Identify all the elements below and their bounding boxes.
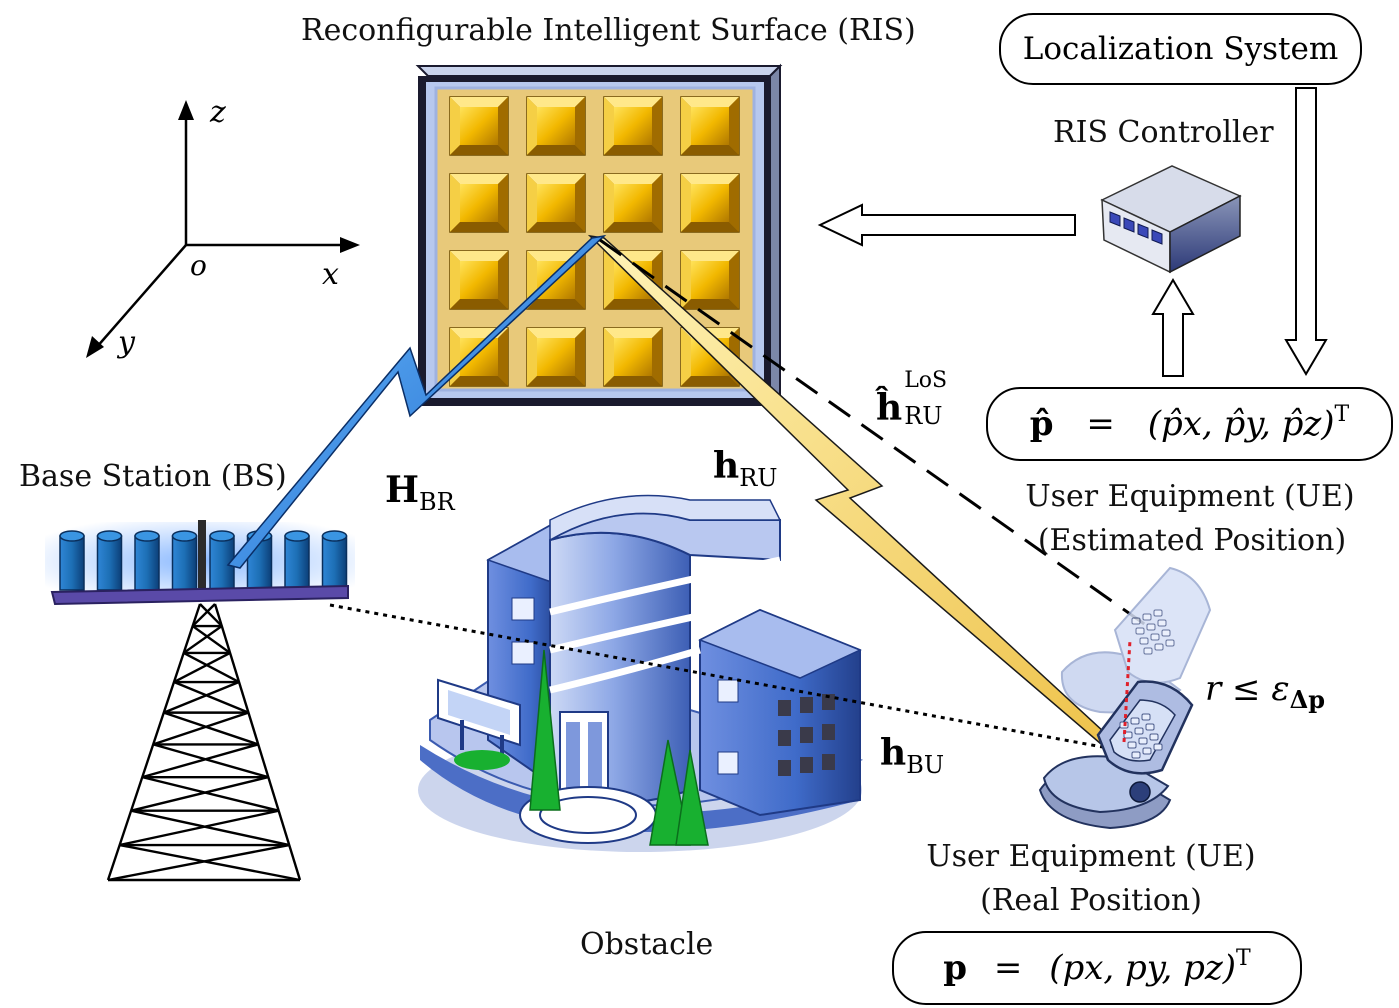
bs-antenna-element <box>209 530 235 591</box>
estimated-p-symbol: p̂ <box>1029 404 1054 444</box>
phone-key <box>1154 643 1164 651</box>
phone-key <box>1131 751 1141 759</box>
bs-antenna-element <box>171 530 198 591</box>
channel-h-br: HBR <box>385 469 455 516</box>
bs-antenna-element <box>96 530 123 591</box>
phone-key <box>1157 619 1167 627</box>
obstacle-label: Obstacle <box>580 927 714 962</box>
axis-z-label: z <box>210 95 226 130</box>
phone-key <box>1146 623 1156 631</box>
building-window <box>800 697 813 713</box>
phone-key <box>1142 747 1152 755</box>
phone-key <box>1135 627 1145 635</box>
ris-element <box>603 327 663 387</box>
ris-element <box>603 250 663 310</box>
phone-key <box>1142 613 1152 621</box>
estimated-p-components: (p̂x, p̂y, p̂z) <box>1147 404 1335 444</box>
obstacle-building <box>418 494 864 852</box>
arrow-estimate-to-controller <box>1151 278 1195 377</box>
building-window <box>822 724 835 740</box>
phone-key <box>1143 647 1153 655</box>
building-window <box>800 727 813 743</box>
building-window <box>778 730 791 746</box>
real-p-components: (px, py, pz) <box>1049 948 1237 988</box>
phone-key <box>1134 727 1144 735</box>
phone-key <box>1165 639 1175 647</box>
error-distance-line <box>1122 639 1132 743</box>
estimated-position-box: p̂ = (p̂x, p̂y, p̂z)T <box>986 387 1393 461</box>
axis-origin-label: o <box>190 249 207 282</box>
phone-key <box>1145 723 1155 731</box>
ris-title: Reconfigurable Intelligent Surface (RIS) <box>301 13 916 48</box>
ue-estimated-label-line1: User Equipment (UE) <box>1025 479 1355 514</box>
ris-element <box>680 250 740 310</box>
ue-real-label-line1: User Equipment (UE) <box>926 839 1256 874</box>
ris-element <box>449 250 509 310</box>
localization-system-box: Localization System <box>999 13 1362 85</box>
phone-key <box>1150 633 1160 641</box>
phone-key <box>1161 629 1171 637</box>
phone-key <box>1139 637 1149 645</box>
ris-element <box>449 173 509 233</box>
real-position-box: p = (px, py, pz)T <box>892 931 1302 1005</box>
phone-key <box>1127 741 1137 749</box>
building-window <box>822 754 835 770</box>
ue-estimated-label-line2: (Estimated Position) <box>1037 523 1347 558</box>
bs-antenna-element <box>284 530 310 591</box>
ris-element <box>449 96 509 156</box>
phone-key <box>1138 737 1148 745</box>
phone-key <box>1153 743 1163 751</box>
ue-real-phone <box>1038 680 1194 830</box>
bs-label: Base Station (BS) <box>19 459 287 494</box>
ris-element <box>680 96 740 156</box>
ris-element <box>526 327 586 387</box>
axis-y-label: y <box>118 325 135 360</box>
phone-key <box>1141 713 1151 721</box>
phone-key <box>1130 717 1140 725</box>
ris-element <box>449 327 509 387</box>
building-window <box>800 757 813 773</box>
bolt-bs-ris <box>226 234 607 569</box>
path-bs-ue <box>329 603 1109 750</box>
channel-h-bu: hBU <box>880 732 945 779</box>
axis-x-label: x <box>322 257 339 292</box>
bs-tower <box>106 603 302 882</box>
error-bound-label: r ≤ εΔp <box>1205 669 1326 714</box>
localization-system-label: Localization System <box>1022 31 1339 67</box>
path-ris-ue-est <box>599 238 1151 630</box>
ris-element <box>526 96 586 156</box>
phone-key <box>1131 617 1141 625</box>
arrow-controller-to-ris <box>817 203 1076 247</box>
ue-real-label-line2: (Real Position) <box>980 883 1202 918</box>
phone-key <box>1153 609 1163 617</box>
bs-antenna-element <box>321 530 348 591</box>
ris-element <box>680 173 740 233</box>
ris-element <box>603 173 663 233</box>
channel-h-ru: hRU <box>713 445 778 492</box>
arrow-localization-to-estimate <box>1284 87 1328 376</box>
real-p-symbol: p <box>943 948 968 988</box>
ris-controller-device <box>1100 165 1242 274</box>
ris-element <box>526 173 586 233</box>
building-window <box>778 700 791 716</box>
phone-key <box>1149 733 1159 741</box>
building-window <box>778 760 791 776</box>
bs-antenna-element <box>134 530 160 591</box>
bs-antenna-array <box>45 520 355 606</box>
building-window <box>822 694 835 710</box>
ris-element <box>603 96 663 156</box>
bs-antenna-element <box>59 530 85 591</box>
coordinate-axes <box>86 100 360 358</box>
ris-controller-label: RIS Controller <box>1053 115 1274 150</box>
